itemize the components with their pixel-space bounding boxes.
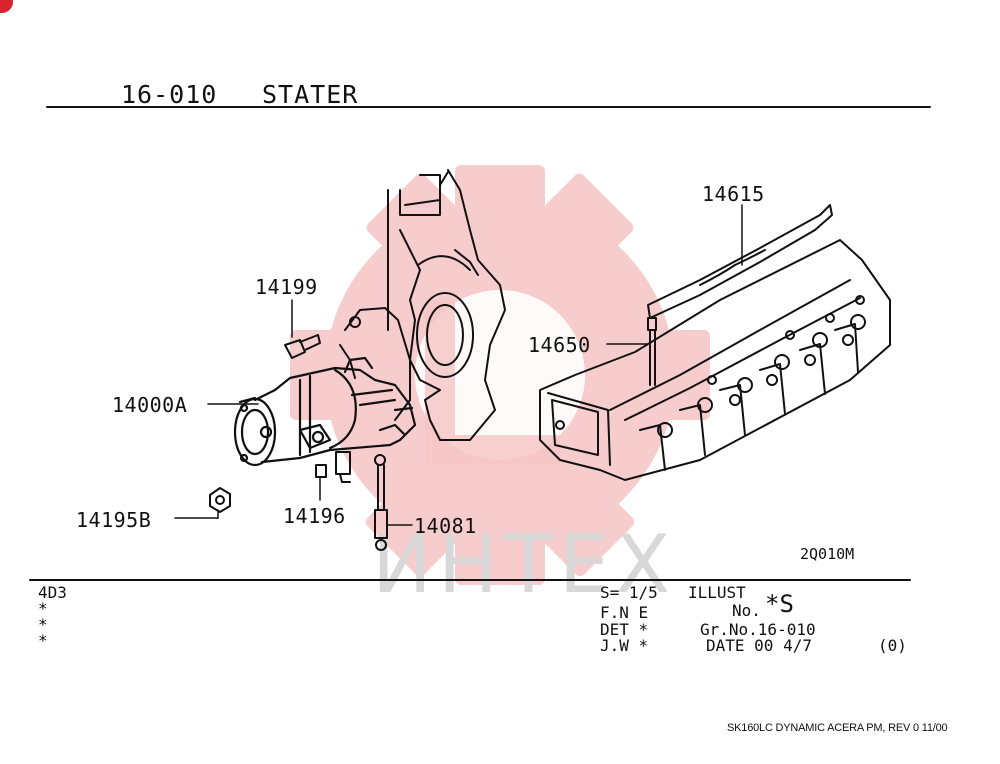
cylinder-head	[539, 239, 891, 481]
cable-14081	[374, 454, 388, 551]
revision: (0)	[878, 636, 907, 655]
illust-no-value: *S	[765, 590, 794, 618]
illust-no-label: No.	[732, 601, 761, 620]
part-label-14615[interactable]: 14615	[702, 182, 765, 206]
nut-14195b	[209, 487, 231, 513]
part-label-14196[interactable]: 14196	[283, 504, 346, 528]
group-number: Gr.No.16-010	[700, 620, 816, 639]
glow-plug-14650	[647, 317, 657, 386]
part-label-14081[interactable]: 14081	[414, 514, 477, 538]
det: DET *	[600, 620, 649, 639]
flywheel-housing	[387, 169, 506, 441]
starter-motor	[233, 356, 417, 467]
section-name: STATER	[262, 80, 359, 109]
connector-14196	[315, 451, 351, 483]
mark-2: *	[38, 615, 48, 634]
bolt-14199	[284, 334, 321, 359]
jw: J.W *	[600, 636, 649, 655]
part-label-14000a[interactable]: 14000A	[112, 393, 188, 417]
model-code: 4D3	[38, 583, 67, 602]
illust-label: ILLUST	[688, 583, 746, 602]
part-label-14650[interactable]: 14650	[528, 333, 591, 357]
scale: S= 1/5	[600, 583, 658, 602]
fne: F.N E	[600, 603, 649, 622]
watermark-text: ИНТЕХ	[372, 518, 677, 611]
part-label-14195b[interactable]: 14195B	[76, 508, 152, 532]
mark-1: *	[38, 599, 48, 618]
footer-text: SK160LC DYNAMIC ACERA PM, REV 0 11/00	[727, 722, 948, 734]
date: DATE 00 4/7	[706, 636, 812, 655]
mark-3: *	[38, 631, 48, 650]
gasket-14615	[647, 204, 833, 319]
section-code: 16-010	[121, 80, 218, 109]
corner-badge-icon	[0, 0, 13, 13]
part-label-14199[interactable]: 14199	[255, 275, 318, 299]
diagram-code: 2Q010M	[800, 545, 855, 563]
